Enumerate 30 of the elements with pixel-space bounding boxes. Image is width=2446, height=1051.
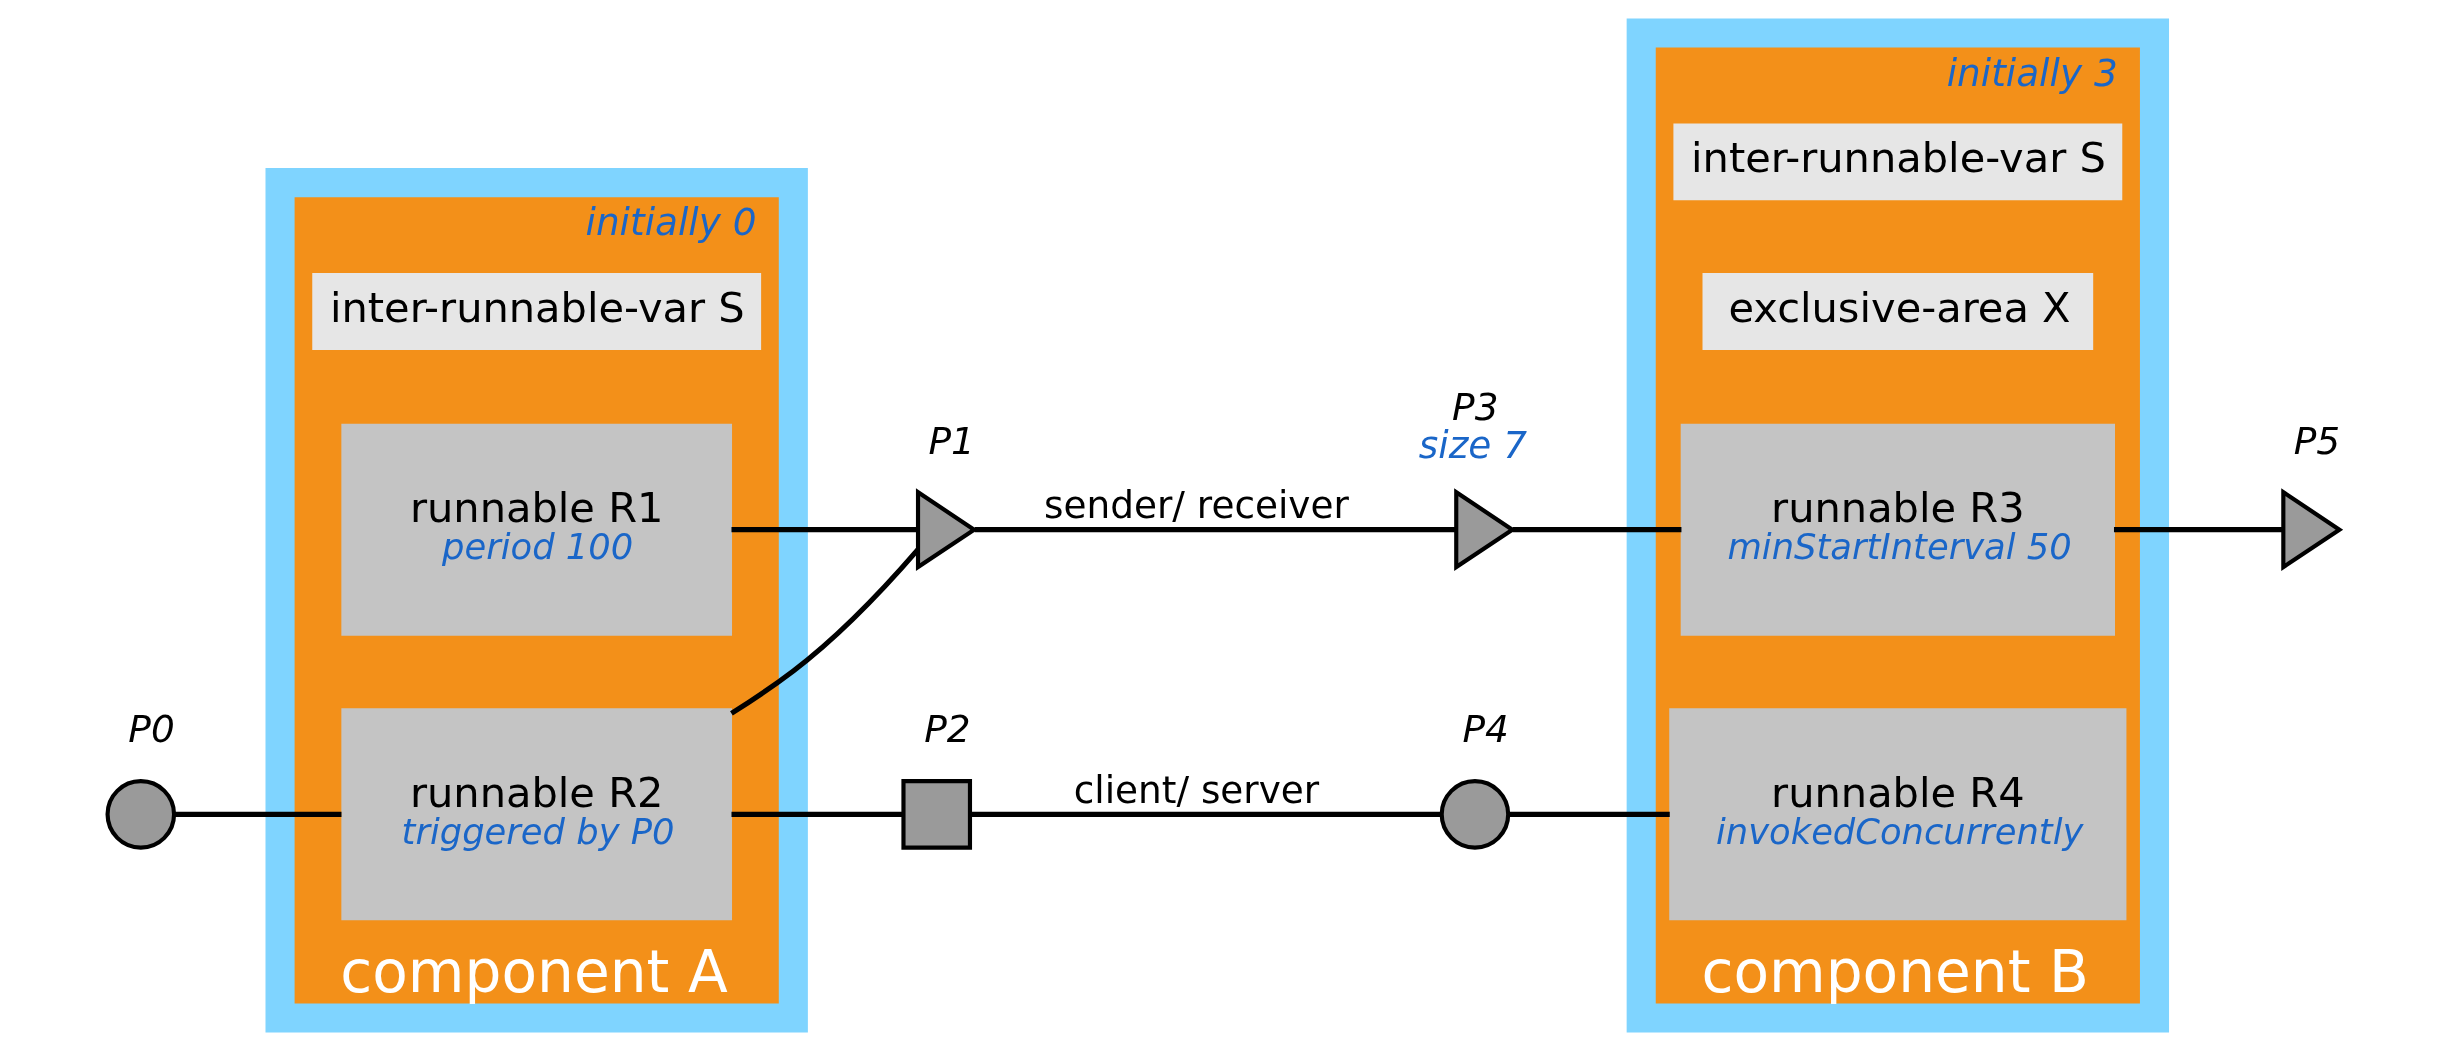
connector <box>731 527 917 533</box>
node-label: P5 <box>2293 418 2340 463</box>
connector <box>1508 811 1670 817</box>
node-label: P2 <box>923 707 971 752</box>
connector <box>731 811 903 817</box>
node-box: runnable R4 invokedConcurrently <box>1668 708 2126 921</box>
edge-label: client/ server <box>1073 767 1319 812</box>
node-box: runnable R3 minStartInterval 50 <box>1680 423 2115 636</box>
node-label: P0 <box>127 707 175 752</box>
connector <box>974 527 1455 533</box>
node-box: exclusive-area X <box>1702 273 2093 350</box>
connector <box>970 811 1441 817</box>
node-box: inter-runnable-var S <box>311 273 761 350</box>
node-label: initially 3 <box>1946 50 2118 95</box>
connector <box>173 811 341 817</box>
node-box: inter-runnable-var S <box>1672 123 2122 201</box>
node-label: initially 0 <box>585 200 757 245</box>
node-circle <box>105 779 176 850</box>
node-triangle <box>915 488 978 571</box>
connector <box>2113 527 2283 533</box>
node-triangle <box>1453 488 1516 571</box>
node-triangle <box>2280 488 2343 571</box>
node-box: runnable R1 period 100 <box>340 423 732 636</box>
edge-label: sender/ receiver <box>1043 483 1349 528</box>
node-circle <box>1439 779 1510 850</box>
node-box <box>900 779 972 850</box>
node-label: P1 <box>927 418 975 463</box>
node-box: runnable R2 triggered by P0 <box>340 708 732 921</box>
node-label: P4 <box>1461 707 1509 752</box>
connector <box>1512 527 1681 533</box>
